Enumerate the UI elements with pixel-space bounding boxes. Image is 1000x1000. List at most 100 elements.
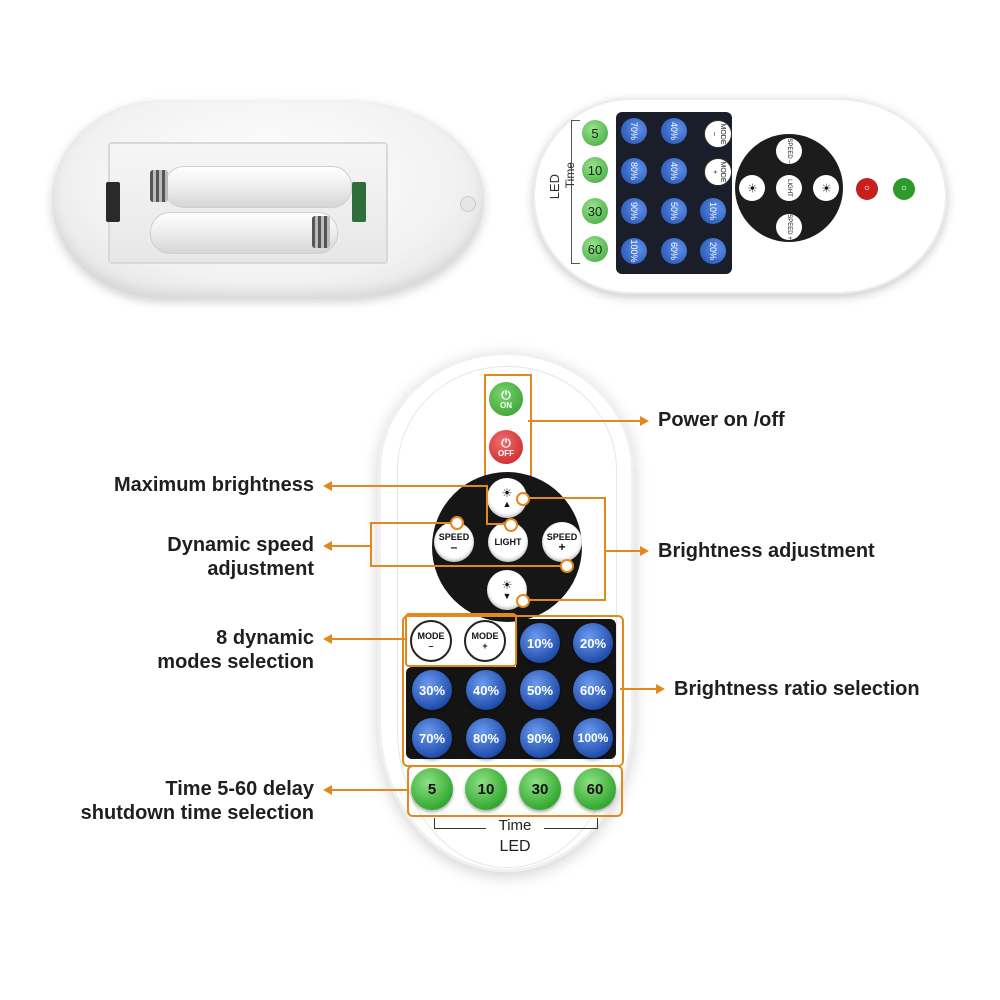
minus-sign: – (428, 641, 434, 651)
callout-line (520, 599, 606, 601)
brightness-ratio-callout: Brightness ratio selection (674, 678, 920, 700)
chevron-down-icon: ▼ (502, 590, 512, 601)
brightness-button[interactable]: 10% (700, 198, 726, 224)
callout-dot (560, 559, 574, 573)
mode-minus-button[interactable]: MODE – (410, 620, 452, 662)
brightness-30-button[interactable]: 30% (412, 670, 452, 710)
callout-line (332, 485, 486, 487)
callout-dot (504, 518, 518, 532)
speed-minus-button[interactable]: SPEED – (434, 522, 474, 562)
brightness-button[interactable]: 80% (621, 158, 647, 184)
time-bracket (571, 120, 580, 264)
brightness-80-button[interactable]: 80% (466, 718, 506, 758)
chevron-up-icon: ▲ (502, 498, 512, 509)
power-on-label: ON (500, 400, 512, 410)
spring-contact (150, 170, 168, 202)
mode-plus-button[interactable]: MODE + (704, 158, 732, 186)
remote-inner-outline (397, 366, 617, 868)
time-10-button[interactable]: 10 (465, 768, 507, 810)
time-button-10[interactable]: 10 (582, 157, 608, 183)
callout-line (528, 420, 640, 422)
time-label: Time (486, 817, 544, 834)
time-60-button[interactable]: 60 (574, 768, 616, 810)
callout-line (370, 522, 456, 524)
sun-icon: ☀ (501, 485, 513, 500)
speed-plus-button[interactable]: SPEED + (542, 522, 582, 562)
time-button-5[interactable]: 5 (582, 120, 608, 146)
power-off-button[interactable]: ⏻ OFF (489, 430, 523, 464)
brightness-button[interactable]: 90% (621, 198, 647, 224)
brightness-button[interactable]: 50% (661, 198, 687, 224)
brightness-70-button[interactable]: 70% (412, 718, 452, 758)
power-icon: ⏻ (501, 387, 511, 402)
power-on-icon[interactable]: ⏻ (893, 178, 915, 200)
light-label: LIGHT (494, 537, 522, 547)
brightness-button[interactable]: 60% (661, 238, 687, 264)
brightness-100-button[interactable]: 100% (573, 718, 613, 758)
plus-sign: + (482, 641, 488, 651)
brightness-button[interactable]: 20% (700, 238, 726, 264)
speed-plus-button[interactable]: SPEED + (776, 214, 802, 240)
time-5-button[interactable]: 5 (411, 768, 453, 810)
ir-emitter (460, 196, 476, 212)
spring-contact (312, 216, 330, 248)
time-buttons-highlight (407, 765, 623, 817)
time-button-30[interactable]: 30 (582, 198, 608, 224)
callout-line (370, 565, 566, 567)
mode-plus-button[interactable]: MODE + (464, 620, 506, 662)
battery-cell-lower (150, 212, 338, 254)
brightness-up-icon[interactable]: ☀ (813, 175, 839, 201)
speed-minus-button[interactable]: SPEED – (776, 138, 802, 164)
brightness-button[interactable]: 100% (621, 238, 647, 264)
callout-line (370, 522, 372, 566)
time-line-2: shutdown time selection (80, 802, 314, 824)
modes-line-2: modes selection (157, 651, 314, 673)
time-callout: Time 5-60 delay shutdown time selection (40, 777, 314, 825)
speed-minus-label: SPEED (438, 531, 470, 542)
callout-line (620, 688, 658, 690)
mode-minus-button[interactable]: MODE – (704, 120, 732, 148)
brightness-button[interactable]: 40% (661, 158, 687, 184)
brightness-40-button[interactable]: 40% (466, 670, 506, 710)
speed-plus-label: SPEED (546, 531, 578, 542)
brightness-10-button[interactable]: 10% (520, 623, 560, 663)
mode-minus-label: MODE (417, 631, 445, 641)
time-label: Time (563, 162, 577, 189)
plus-sign: + (558, 539, 566, 554)
power-icon: ⏻ (501, 435, 511, 450)
time-line-1: Time 5-60 delay (165, 778, 314, 800)
brightness-button[interactable]: 40% (661, 118, 687, 144)
brightness-adjustment-callout: Brightness adjustment (658, 540, 875, 562)
time-button-60[interactable]: 60 (582, 236, 608, 262)
callout-line (332, 638, 405, 640)
battery-contact (106, 182, 120, 222)
mode-buttons-highlight (405, 613, 517, 667)
dynamic-speed-line-2: adjustment (207, 558, 314, 580)
brightness-90-button[interactable]: 90% (520, 718, 560, 758)
brightness-button[interactable]: 70% (621, 118, 647, 144)
power-on-button[interactable]: ⏻ ON (489, 382, 523, 416)
callout-line (520, 497, 604, 499)
minus-sign: – (450, 539, 458, 554)
callout-line (486, 523, 510, 525)
callout-dot (516, 492, 530, 506)
dynamic-speed-callout: Dynamic speed adjustment (100, 533, 314, 581)
arrow-right-icon (640, 416, 649, 426)
power-callout: Power on /off (658, 409, 785, 431)
arrow-left-icon (323, 541, 332, 551)
modes-line-1: 8 dynamic (216, 627, 314, 649)
power-off-icon[interactable]: ⏻ (856, 178, 878, 200)
brightness-down-icon[interactable]: ☀ (739, 175, 765, 201)
arrow-left-icon (323, 481, 332, 491)
brightness-60-button[interactable]: 60% (573, 670, 613, 710)
arrow-left-icon (323, 785, 332, 795)
brightness-20-button[interactable]: 20% (573, 623, 613, 663)
brightness-50-button[interactable]: 50% (520, 670, 560, 710)
arrow-right-icon (656, 684, 665, 694)
arrow-left-icon (323, 634, 332, 644)
callout-dot (450, 516, 464, 530)
modes-callout: 8 dynamic modes selection (100, 626, 314, 674)
light-button[interactable]: LIGHT (776, 175, 802, 201)
mode-plus-label: MODE (471, 631, 499, 641)
time-30-button[interactable]: 30 (519, 768, 561, 810)
